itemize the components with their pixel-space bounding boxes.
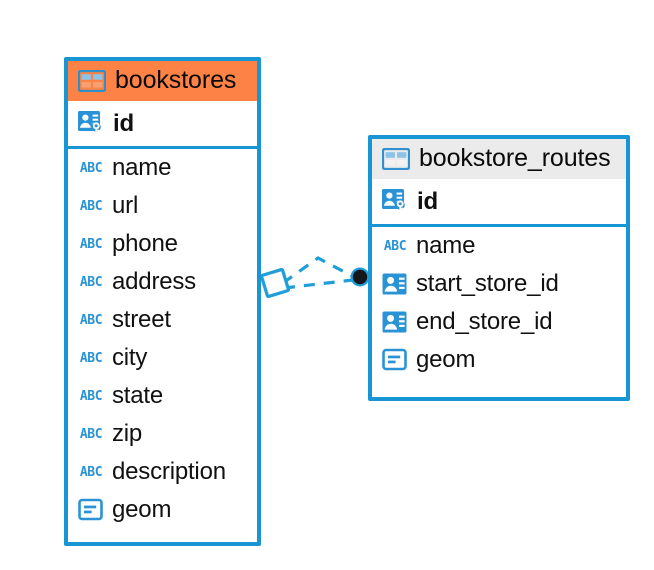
abc-text-icon: ABC [79, 388, 103, 404]
relationship-circle-endpoint[interactable] [350, 267, 370, 287]
geometry-icon [382, 347, 408, 373]
field-label-id: id [417, 187, 438, 215]
table-icon [382, 147, 410, 170]
abc-text-icon: ABC [79, 426, 103, 442]
foreign-key-icon [382, 272, 408, 297]
abc-text-icon: ABC [79, 350, 103, 366]
field-row-zip[interactable]: ABC zip [68, 415, 257, 453]
field-row-id[interactable]: id [372, 179, 626, 224]
field-label-zip: zip [112, 420, 143, 447]
field-label-state: state [112, 382, 164, 409]
field-row-id[interactable]: id [68, 101, 257, 146]
field-label-geom: geom [112, 496, 172, 523]
field-label-start-store-id: start_store_id [416, 270, 559, 297]
field-label-phone: phone [112, 230, 178, 257]
field-label-address: address [112, 268, 196, 295]
entity-header-bookstores[interactable]: bookstores [68, 61, 257, 101]
field-list-bookstore-routes: ABC name start_store_id [372, 227, 626, 379]
field-row-geom[interactable]: geom [372, 341, 626, 379]
field-row-street[interactable]: ABC street [68, 301, 257, 339]
entity-bookstore-routes[interactable]: bookstore_routes [368, 135, 630, 401]
field-row-url[interactable]: ABC url [68, 187, 257, 225]
field-label-url: url [112, 192, 139, 219]
field-row-geom[interactable]: geom [68, 491, 257, 529]
field-label-id: id [113, 109, 134, 137]
entity-name-label: bookstores [115, 66, 237, 94]
relationship-line-lower[interactable] [283, 278, 354, 290]
field-label-geom: geom [416, 346, 476, 373]
field-label-name: name [416, 232, 476, 259]
geometry-icon [78, 497, 104, 523]
foreign-key-icon [382, 310, 408, 335]
entity-header-bookstore-routes[interactable]: bookstore_routes [372, 139, 626, 179]
primary-key-icon [78, 110, 105, 137]
primary-key-section-bookstores: id [68, 101, 257, 149]
field-list-bookstores: ABC name ABC url ABC phone ABC address A… [68, 149, 257, 529]
abc-text-icon: ABC [383, 238, 407, 254]
table-icon [78, 69, 106, 92]
field-row-start-store-id[interactable]: start_store_id [372, 265, 626, 303]
abc-text-icon: ABC [79, 274, 103, 290]
field-label-end-store-id: end_store_id [416, 308, 553, 335]
abc-text-icon: ABC [79, 198, 103, 214]
entity-name-label: bookstore_routes [419, 144, 611, 172]
primary-key-section-bookstore-routes: id [372, 179, 626, 227]
abc-text-icon: ABC [79, 312, 103, 328]
abc-text-icon: ABC [79, 464, 103, 480]
primary-key-icon [382, 188, 409, 215]
field-row-state[interactable]: ABC state [68, 377, 257, 415]
field-row-description[interactable]: ABC description [68, 453, 257, 491]
field-label-city: city [112, 344, 148, 371]
field-row-name[interactable]: ABC name [372, 227, 626, 265]
abc-text-icon: ABC [79, 160, 103, 176]
field-row-name[interactable]: ABC name [68, 149, 257, 187]
field-label-name: name [112, 154, 172, 181]
relationship-diamond-endpoint[interactable] [259, 267, 291, 299]
abc-text-icon: ABC [79, 236, 103, 252]
field-label-street: street [112, 306, 171, 333]
field-row-city[interactable]: ABC city [68, 339, 257, 377]
entity-bookstores[interactable]: bookstores [64, 57, 261, 546]
field-row-phone[interactable]: ABC phone [68, 225, 257, 263]
relationship-line-upper[interactable] [282, 256, 355, 285]
field-row-end-store-id[interactable]: end_store_id [372, 303, 626, 341]
field-label-description: description [112, 458, 226, 485]
field-row-address[interactable]: ABC address [68, 263, 257, 301]
